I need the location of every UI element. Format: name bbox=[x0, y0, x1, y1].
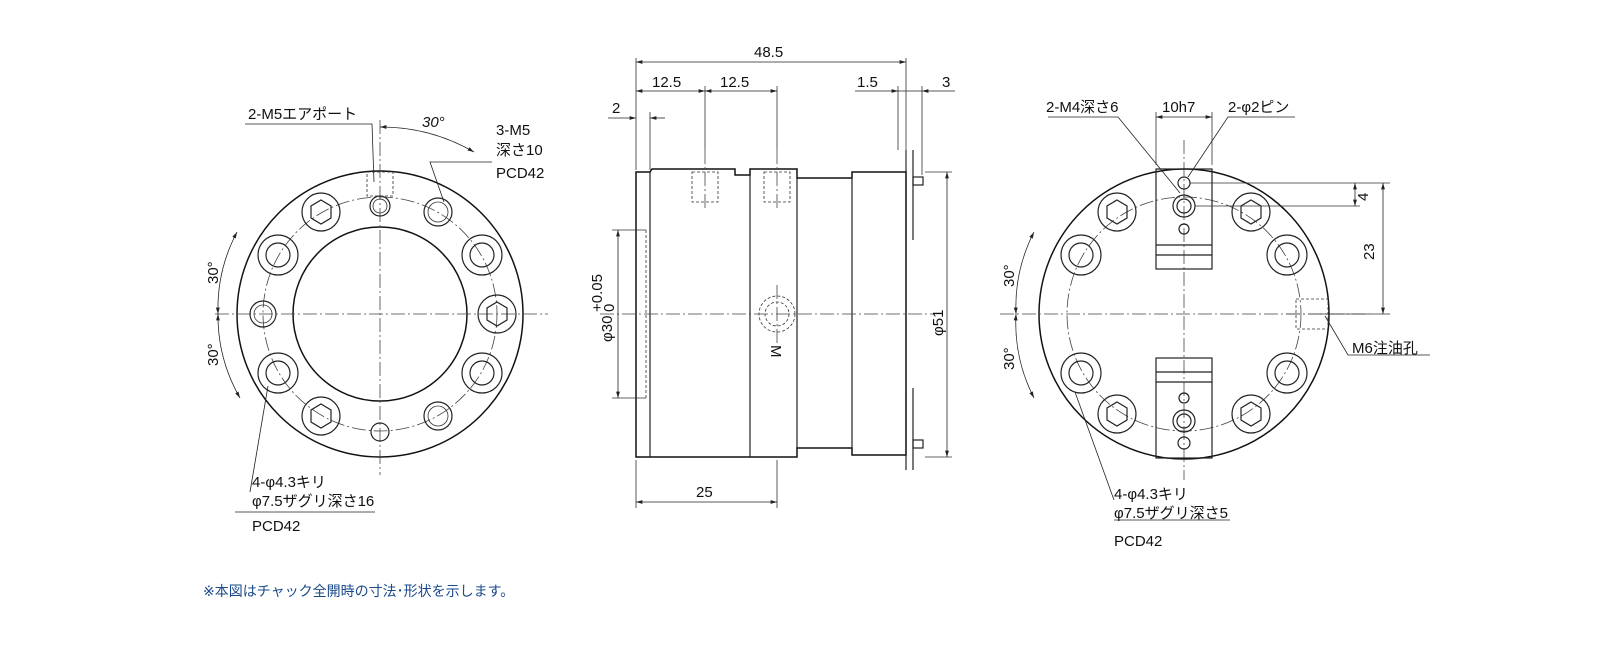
dim-total: 48.5 bbox=[754, 44, 783, 61]
dim-25: 25 bbox=[696, 484, 713, 501]
label-angle-left-lower: 30° bbox=[205, 343, 222, 366]
label-angle-right-lower: 30° bbox=[1001, 347, 1018, 370]
dim-12-5-b: 12.5 bbox=[720, 74, 749, 91]
dim-bore-tol-lower: 0 bbox=[601, 304, 618, 312]
label-oil-hole: M6注油孔 bbox=[1352, 340, 1418, 357]
label-angle-left-upper: 30° bbox=[205, 261, 222, 284]
label-hole-right-2: φ7.5ザグリ深さ5 bbox=[1114, 505, 1228, 522]
m5-tapped-hole bbox=[423, 197, 453, 431]
dim-3: 3 bbox=[942, 74, 950, 91]
air-port-hole bbox=[249, 171, 394, 442]
label-hole-left-2: φ7.5ザグリ深さ16 bbox=[252, 493, 374, 510]
dim-12-5-a: 12.5 bbox=[652, 74, 681, 91]
label-angle-top: 30° bbox=[422, 114, 445, 131]
label-hole-right-1: 4-φ4.3キリ bbox=[1114, 486, 1188, 503]
dim-4: 4 bbox=[1355, 193, 1372, 201]
label-pcd-right: PCD42 bbox=[1114, 533, 1162, 550]
footnote: ※本図はチャック全開時の寸法･形状を示します。 bbox=[203, 583, 514, 599]
dim-bore-tol-upper: +0.05 bbox=[589, 274, 606, 312]
label-pin: 2-φ2ピン bbox=[1228, 99, 1289, 116]
hex-bolt-left bbox=[301, 192, 517, 436]
dim-bore: φ30 bbox=[599, 316, 616, 342]
upper-jaw bbox=[1155, 168, 1213, 270]
label-m4-depth: 2-M4深さ6 bbox=[1046, 99, 1119, 116]
label-pcd-top-left: PCD42 bbox=[496, 165, 544, 182]
label-angle-right-upper: 30° bbox=[1001, 264, 1018, 287]
dim-23: 23 bbox=[1361, 243, 1378, 260]
label-hole-left-1: 4-φ4.3キリ bbox=[252, 474, 326, 491]
dim-od: φ51 bbox=[930, 310, 947, 336]
label-pcd-bottom-left: PCD42 bbox=[252, 518, 300, 535]
dim-2: 2 bbox=[612, 100, 620, 117]
port-label-m: M bbox=[767, 345, 784, 358]
label-m5-depth: 深さ10 bbox=[496, 142, 543, 159]
counterbore-hole-left bbox=[257, 234, 503, 394]
dim-1-5: 1.5 bbox=[857, 74, 878, 91]
label-air-port: 2-M5エアポート bbox=[248, 106, 357, 123]
middle-side-view bbox=[600, 58, 955, 508]
lower-jaw bbox=[1155, 357, 1213, 459]
label-jaw-width: 10h7 bbox=[1162, 99, 1195, 116]
left-front-view bbox=[215, 120, 548, 513]
counterbore-hole-right bbox=[1060, 234, 1308, 394]
label-m5-thread: 3-M5 bbox=[496, 122, 530, 139]
right-jaw-view bbox=[1000, 112, 1430, 521]
